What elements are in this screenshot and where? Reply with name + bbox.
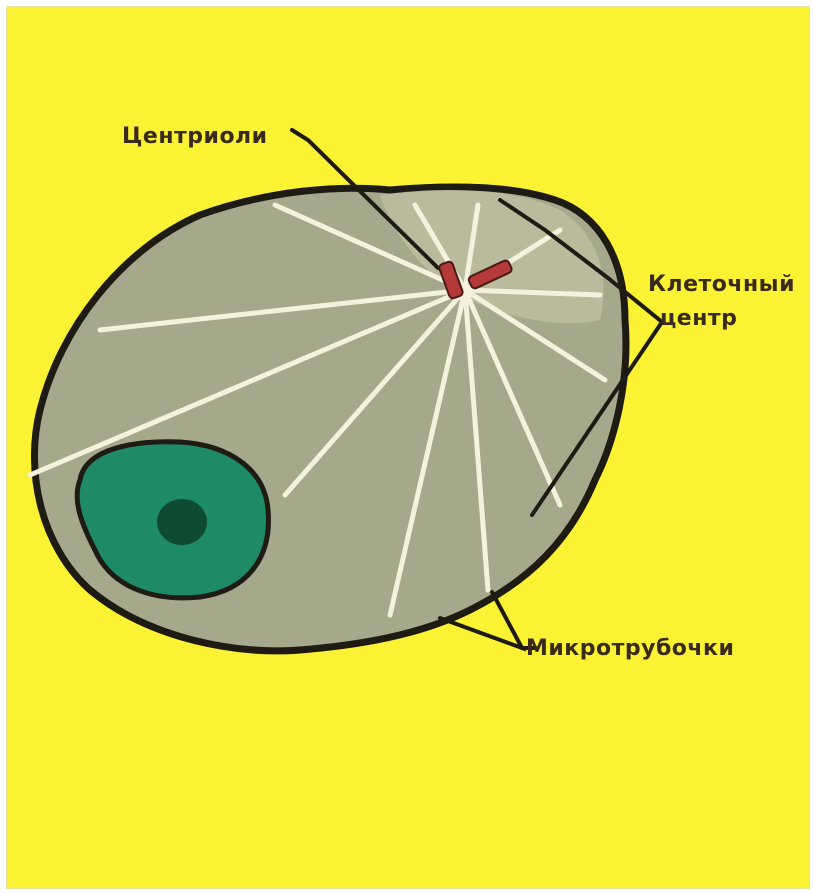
- label-centrioles: Центриоли: [122, 124, 268, 149]
- label-microtubules: Микротрубочки: [526, 636, 734, 661]
- nucleolus: [157, 499, 207, 545]
- label-cell-center-line2: центр: [660, 306, 737, 331]
- label-cell-center-line1: Клеточный: [648, 272, 795, 297]
